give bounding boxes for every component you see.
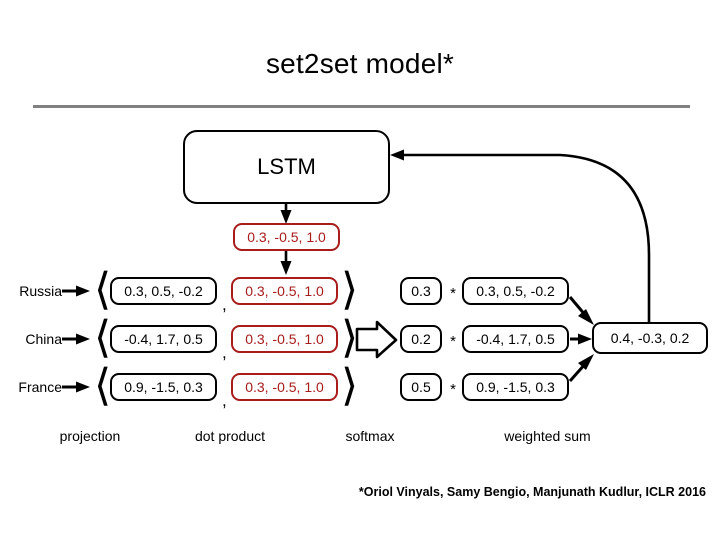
vector-separator-france: ,: [222, 391, 227, 410]
projection-box-china[interactable]: -0.4, 1.7, 0.5: [110, 325, 217, 353]
query-value-russia: 0.3, -0.5, 1.0: [245, 283, 324, 299]
weighted-vector-box-france[interactable]: 0.9, -1.5, 0.3: [462, 373, 569, 401]
caption-projection: projection: [59, 428, 121, 444]
softmax-value-china: 0.2: [411, 331, 431, 347]
weighted-sum-box[interactable]: 0.4, -0.3, 0.2: [592, 322, 708, 354]
entity-label-france: France: [18, 379, 62, 395]
arrow-down-icon-state-to-rows: [280, 251, 292, 275]
title-divider: [33, 105, 690, 108]
footnote-citation: *Oriol Vinyals, Samy Bengio, Manjunath K…: [358, 485, 706, 499]
bracket-close-france: ⟩: [341, 361, 359, 410]
softmax-value-russia: 0.3: [411, 283, 431, 299]
weighted-vector-box-russia[interactable]: 0.3, 0.5, -0.2: [462, 277, 569, 305]
softmax-box-russia[interactable]: 0.3: [400, 277, 442, 305]
arrow-right-icon-france: [62, 381, 90, 393]
entity-label-china: China: [25, 331, 62, 347]
projection-box-france[interactable]: 0.9, -1.5, 0.3: [110, 373, 217, 401]
arrow-down-icon-lstm-to-state: [280, 204, 292, 224]
multiply-operator-china: *: [450, 333, 456, 350]
bracket-open-russia: ⟨: [94, 265, 112, 314]
query-value-france: 0.3, -0.5, 1.0: [245, 379, 324, 395]
projection-value-china: -0.4, 1.7, 0.5: [124, 331, 203, 347]
query-box-russia[interactable]: 0.3, -0.5, 1.0: [231, 277, 338, 305]
bracket-close-china: ⟩: [341, 313, 359, 362]
page-title: set2set model*: [265, 48, 454, 79]
softmax-value-france: 0.5: [411, 379, 431, 395]
projection-value-russia: 0.3, 0.5, -0.2: [124, 283, 203, 299]
caption-dot-product: dot product: [194, 428, 266, 444]
weighted-vector-value-china: -0.4, 1.7, 0.5: [476, 331, 555, 347]
weighted-vector-box-china[interactable]: -0.4, 1.7, 0.5: [462, 325, 569, 353]
vector-separator-china: ,: [222, 343, 227, 362]
arrow-to-sum-row1: [568, 296, 594, 325]
weighted-sum-value: 0.4, -0.3, 0.2: [610, 330, 690, 346]
projection-value-france: 0.9, -1.5, 0.3: [124, 379, 203, 395]
state-vector-box[interactable]: 0.3, -0.5, 1.0: [233, 223, 340, 251]
bracket-close-russia: ⟩: [341, 265, 359, 314]
entity-label-russia: Russia: [19, 283, 62, 299]
arrow-to-sum-row2: [570, 333, 592, 345]
bracket-open-china: ⟨: [94, 313, 112, 362]
query-box-france[interactable]: 0.3, -0.5, 1.0: [231, 373, 338, 401]
lstm-label: LSTM: [257, 154, 316, 179]
projection-box-russia[interactable]: 0.3, 0.5, -0.2: [110, 277, 217, 305]
arrow-to-sum-row3: [568, 354, 594, 382]
caption-softmax: softmax: [345, 428, 395, 444]
multiply-operator-russia: *: [450, 285, 456, 302]
lstm-box[interactable]: LSTM: [183, 130, 390, 204]
query-box-china[interactable]: 0.3, -0.5, 1.0: [231, 325, 338, 353]
multiply-operator-france: *: [450, 381, 456, 398]
arrow-right-icon-china: [62, 333, 90, 345]
query-value-china: 0.3, -0.5, 1.0: [245, 331, 324, 347]
softmax-box-france[interactable]: 0.5: [400, 373, 442, 401]
arrow-right-icon-russia: [62, 285, 90, 297]
weighted-vector-value-russia: 0.3, 0.5, -0.2: [476, 283, 555, 299]
caption-weighted-sum: weighted sum: [504, 428, 591, 444]
vector-separator-russia: ,: [222, 295, 227, 314]
weighted-vector-value-france: 0.9, -1.5, 0.3: [476, 379, 555, 395]
block-arrow-right-icon: [355, 320, 398, 359]
state-vector-value: 0.3, -0.5, 1.0: [247, 229, 326, 245]
bracket-open-france: ⟨: [94, 361, 112, 410]
softmax-box-china[interactable]: 0.2: [400, 325, 442, 353]
